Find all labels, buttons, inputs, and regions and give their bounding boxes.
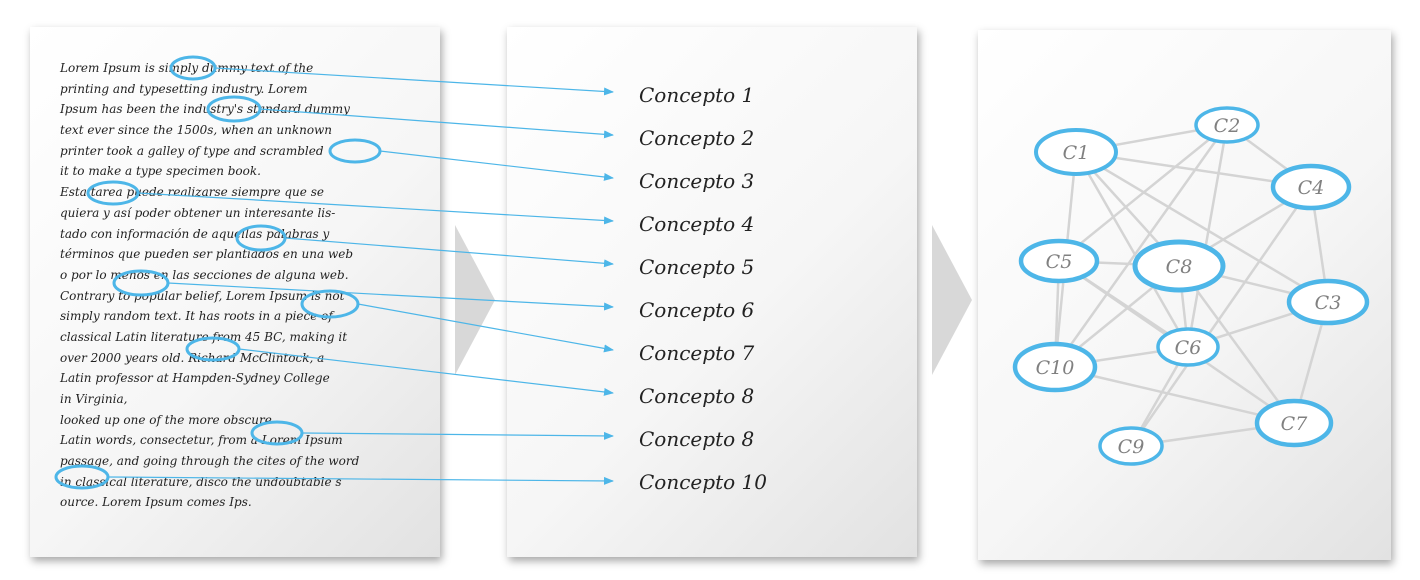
link-arrow-4 [137, 192, 614, 225]
concept-label: Concepto 3 [639, 169, 755, 193]
keyword-highlight-6 [112, 269, 170, 297]
graph-edge-c1-c3 [1075, 150, 1329, 304]
keyword-highlight-2 [206, 95, 262, 123]
graph-node-label-c1: C1 [1063, 142, 1090, 164]
concept-label: Concepto 8 [639, 427, 755, 451]
flow-arrow-2 [932, 225, 972, 375]
text-line: términos que pueden ser plantiados en un… [60, 247, 353, 262]
text-line: Ipsum has been the industry's standard d… [60, 102, 350, 117]
concept-label: Concepto 5 [639, 255, 755, 279]
graph-node-label-c3: C3 [1315, 292, 1342, 314]
link-arrow-5 [284, 237, 614, 268]
keyword-links [54, 55, 614, 490]
graph-node-c3 [1286, 278, 1370, 326]
concept-label: Concepto 7 [639, 341, 755, 365]
concept-list: Concepto 1 Concepto 2 Concepto 3 Concept… [639, 80, 767, 510]
graph-node-c8 [1132, 239, 1226, 293]
text-line: over 2000 years old. Richard McClintock,… [60, 350, 325, 365]
link-arrow-10 [107, 476, 614, 485]
graph-node-c7 [1254, 398, 1334, 448]
keyword-highlight-5 [235, 224, 287, 252]
keyword-highlight-7 [300, 289, 360, 319]
keyword-highlight-8 [185, 336, 241, 362]
graph-edge-c8-c7 [1177, 265, 1296, 424]
text-line: it to make a type specimen book. [60, 164, 261, 179]
text-line: Lorem Ipsum is simply dummy text of the [60, 61, 314, 75]
text-line: quiera y así poder obtener un interesant… [60, 205, 336, 220]
graph-edge-c2-c5 [1058, 124, 1228, 262]
text-line: printer took a galley of type and scramb… [60, 143, 324, 158]
text-line: passage, and going through the cites of … [60, 454, 360, 469]
keyword-highlight-10 [54, 464, 110, 490]
graph-node-c6 [1156, 327, 1220, 367]
graph-node-label-c5: C5 [1046, 251, 1073, 273]
graph-edge-c2-c10 [1053, 124, 1229, 368]
concept-label: Concepto 4 [639, 212, 755, 236]
text-line: ource. Lorem Ipsum comes Ips. [60, 495, 252, 510]
graph-node-c9 [1098, 426, 1164, 466]
graph-node-label-c7: C7 [1281, 413, 1309, 435]
link-arrow-1 [214, 67, 614, 96]
graph-node-c1 [1034, 128, 1118, 176]
concept-label: Concepto 8 [639, 384, 755, 408]
concept-label: Concepto 6 [639, 298, 755, 322]
keyword-highlight-1 [169, 55, 217, 81]
text-line: text ever since the 1500s, when an unkno… [60, 123, 333, 138]
graph-node-label-c2: C2 [1214, 115, 1241, 137]
graph-node-label-c10: C10 [1036, 357, 1075, 379]
text-line: classical Latin literature from 45 BC, m… [60, 329, 348, 344]
link-arrow-9 [301, 431, 614, 440]
concept-label: Concepto 10 [639, 470, 767, 494]
text-line: printing and typesetting industry. Lorem [60, 81, 308, 96]
graph-node-label-c4: C4 [1298, 177, 1325, 199]
text-line: Contrary to popular belief, Lorem Ipsum … [60, 288, 345, 303]
text-line: simply random text. It has roots in a pi… [60, 309, 333, 324]
text-line: looked up one of the more obscure [60, 412, 272, 427]
link-arrow-8 [238, 348, 614, 396]
concept-label: Concepto 2 [639, 126, 755, 150]
text-line: in Virginia, [60, 392, 128, 406]
graph-node-c5 [1018, 238, 1100, 284]
text-line: tado con información de aquellas palabra… [60, 226, 330, 241]
source-text: Lorem Ipsum is simply dummy text of the … [60, 58, 359, 513]
graph-edge-c2-c6 [1186, 124, 1229, 348]
graph-node-c10 [1012, 341, 1098, 393]
text-line: Latin professor at Hampden-Sydney Colleg… [60, 371, 330, 386]
graph-node-c2 [1194, 106, 1260, 144]
graph-edge-c4-c9 [1129, 186, 1313, 447]
keyword-highlight-3 [328, 138, 382, 164]
concepts-panel [507, 27, 917, 557]
concept-label: Concepto 1 [639, 83, 755, 107]
graph-edge-c10-c7 [1054, 365, 1295, 425]
keyword-highlight-9 [250, 420, 304, 446]
graph-node-c4 [1270, 163, 1352, 211]
keyword-highlight-4 [86, 180, 140, 206]
link-arrow-2 [259, 108, 614, 139]
graph-node-label-c8: C8 [1166, 256, 1193, 278]
link-arrow-6 [167, 282, 614, 311]
graph-node-label-c9: C9 [1118, 436, 1145, 458]
text-line: Esta tarea puede realizarse siempre que … [60, 185, 324, 200]
link-arrow-7 [357, 303, 614, 353]
graph-node-label-c6: C6 [1175, 337, 1202, 359]
link-arrow-3 [379, 150, 614, 181]
graph-edge-c1-c6 [1074, 151, 1190, 348]
